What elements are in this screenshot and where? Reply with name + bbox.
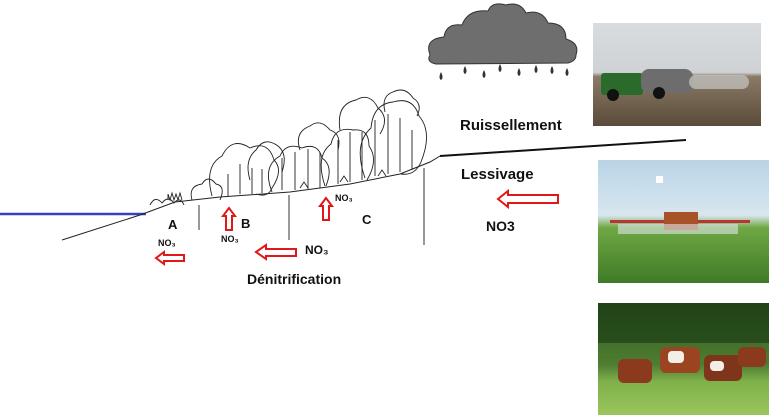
zone-b-label: B — [241, 216, 251, 231]
lessivage-arrow — [496, 188, 559, 210]
denitrification-arrow — [254, 243, 297, 261]
no3-label: NO3 — [486, 218, 515, 234]
zone-a-label: A — [168, 217, 178, 232]
rain-drops — [439, 64, 569, 80]
zone-c-label: C — [362, 212, 372, 227]
ground-profile — [61, 155, 441, 241]
riparian-trees — [149, 89, 427, 206]
no3-bottom-label: NO₃ — [305, 243, 329, 257]
lessivage-label: Lessivage — [461, 166, 534, 183]
cows-grazing-photo — [598, 303, 769, 415]
zone-b-arrow — [221, 206, 237, 231]
no3-zone-c-label: NO₃ — [335, 193, 353, 203]
rain-cloud-icon — [428, 3, 578, 65]
tractor-slurry-spreading-photo — [593, 23, 761, 126]
zone-a-arrow — [154, 250, 185, 266]
slope-line — [439, 139, 687, 157]
ruissellement-label: Ruissellement — [460, 117, 562, 134]
denitrification-label: Dénitrification — [247, 271, 342, 287]
crop-sprayer-field-photo — [598, 160, 769, 283]
zone-c-arrow — [318, 196, 334, 221]
no3-zone-a-label: NO₃ — [158, 238, 176, 248]
no3-zone-b-label: NO₃ — [221, 234, 239, 244]
